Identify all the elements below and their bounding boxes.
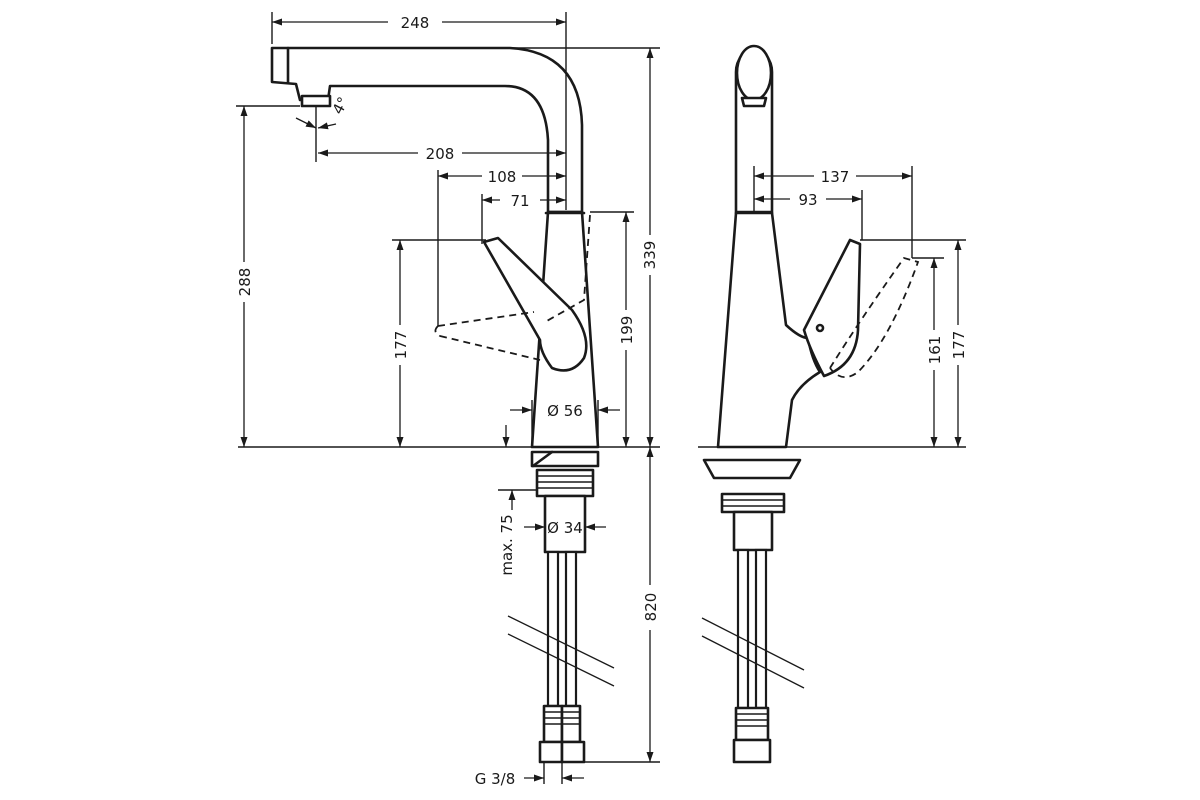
side-hose-right bbox=[754, 548, 768, 710]
side-view: 137 93 161 177 bbox=[698, 44, 968, 764]
mounting-nut bbox=[535, 468, 595, 498]
handle-open-dashed bbox=[434, 311, 541, 361]
side-hose-break-2 bbox=[701, 635, 805, 689]
dim-label-177-side: 177 bbox=[950, 331, 968, 360]
dim-label-248: 248 bbox=[401, 14, 430, 32]
angle-leg-1 bbox=[295, 117, 317, 129]
dim-label-288: 288 bbox=[236, 268, 254, 297]
dim-label-g38: G 3/8 bbox=[475, 770, 516, 788]
dim-label-71: 71 bbox=[510, 192, 529, 210]
hose-break-1 bbox=[507, 615, 615, 669]
side-hose-nut bbox=[732, 738, 772, 764]
spout-arm bbox=[270, 46, 584, 214]
front-view: 248 339 4° 288 208 108 71 177 bbox=[236, 12, 660, 788]
dim-label-56: Ø 56 bbox=[547, 402, 583, 420]
side-mounting-thread bbox=[722, 499, 784, 507]
body-dashed-outline bbox=[544, 214, 591, 323]
dim-label-137: 137 bbox=[821, 168, 850, 186]
dim-label-177: 177 bbox=[392, 331, 410, 360]
side-mounting-nut bbox=[720, 492, 786, 514]
hose-left bbox=[546, 550, 560, 708]
angle-leg-2 bbox=[317, 122, 337, 130]
hose-fitting-knurl bbox=[544, 711, 580, 725]
side-hose-fitting bbox=[734, 706, 770, 742]
base-wedge bbox=[531, 450, 554, 468]
dim-label-108: 108 bbox=[488, 168, 517, 186]
dim-label-93: 93 bbox=[798, 191, 817, 209]
hose-nut-left bbox=[538, 740, 564, 764]
side-handle-closed bbox=[802, 238, 862, 378]
dim-label-161: 161 bbox=[926, 336, 944, 365]
side-base-plate bbox=[702, 458, 802, 480]
dim-label-75: max. 75 bbox=[498, 514, 516, 575]
dim-label-820: 820 bbox=[642, 593, 660, 622]
dim-label-4deg: 4° bbox=[329, 94, 353, 118]
hose-break-2 bbox=[507, 633, 615, 687]
dim-label-34: Ø 34 bbox=[547, 519, 583, 537]
mounting-thread bbox=[537, 475, 593, 489]
side-handle-pivot bbox=[815, 323, 825, 333]
handle-closed bbox=[482, 236, 588, 372]
side-hose-fitting-knurl bbox=[736, 713, 768, 727]
side-hose-left bbox=[736, 548, 750, 710]
hose-right bbox=[564, 550, 578, 708]
side-spout-head bbox=[735, 44, 773, 102]
dim-label-208: 208 bbox=[426, 145, 455, 163]
mounting-stud bbox=[543, 494, 587, 554]
spout-aerator bbox=[300, 94, 332, 108]
hose-nut-right bbox=[560, 740, 586, 764]
side-mounting-stud bbox=[732, 510, 774, 552]
dim-label-339: 339 bbox=[641, 241, 659, 270]
side-hose-break-1 bbox=[701, 617, 805, 671]
side-aerator bbox=[740, 96, 768, 108]
dim-label-199: 199 bbox=[618, 316, 636, 345]
side-body bbox=[716, 211, 822, 449]
